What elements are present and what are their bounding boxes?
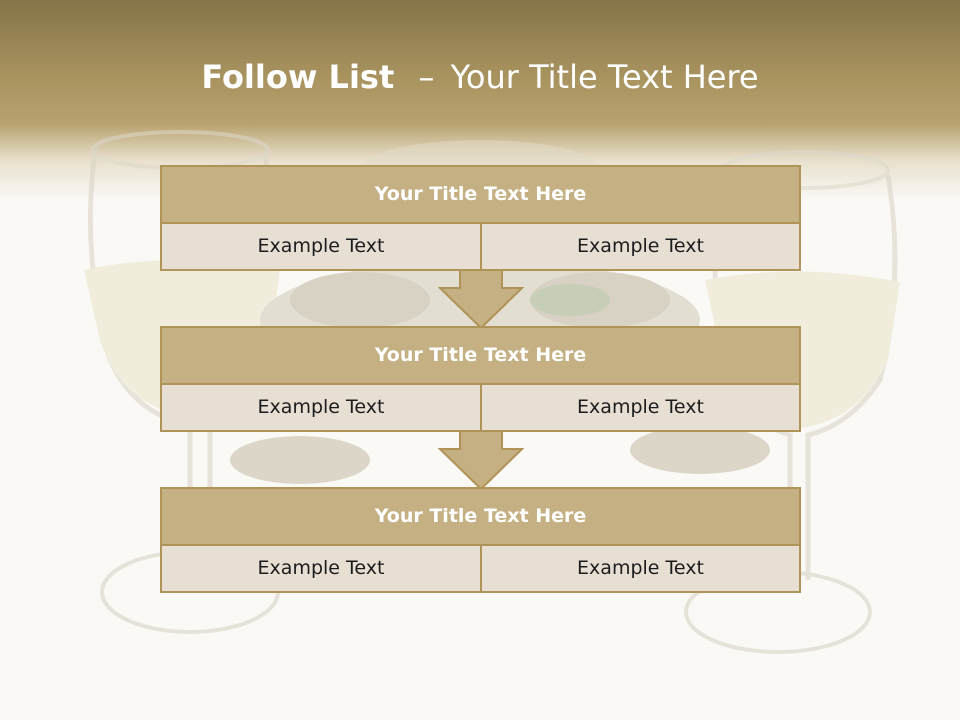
block-cell-right: Example Text xyxy=(480,383,801,432)
down-arrow-icon xyxy=(438,431,524,491)
block-cell-left: Example Text xyxy=(160,222,482,271)
title-separator: – xyxy=(418,58,435,96)
block-cell-left: Example Text xyxy=(160,383,482,432)
block-title: Your Title Text Here xyxy=(160,165,801,224)
block-cell-left: Example Text xyxy=(160,544,482,593)
block-title: Your Title Text Here xyxy=(160,487,801,546)
slide-title: Follow List – Your Title Text Here xyxy=(0,52,960,102)
block-cell-right: Example Text xyxy=(480,222,801,271)
list-block-3: Your Title Text Here Example Text Exampl… xyxy=(160,487,801,593)
block-cell-right: Example Text xyxy=(480,544,801,593)
list-block-2: Your Title Text Here Example Text Exampl… xyxy=(160,326,801,432)
title-rest-part: Your Title Text Here xyxy=(450,58,759,96)
list-block-1: Your Title Text Here Example Text Exampl… xyxy=(160,165,801,271)
block-title: Your Title Text Here xyxy=(160,326,801,385)
down-arrow-icon xyxy=(438,270,524,330)
title-bold-part: Follow List xyxy=(201,58,395,96)
